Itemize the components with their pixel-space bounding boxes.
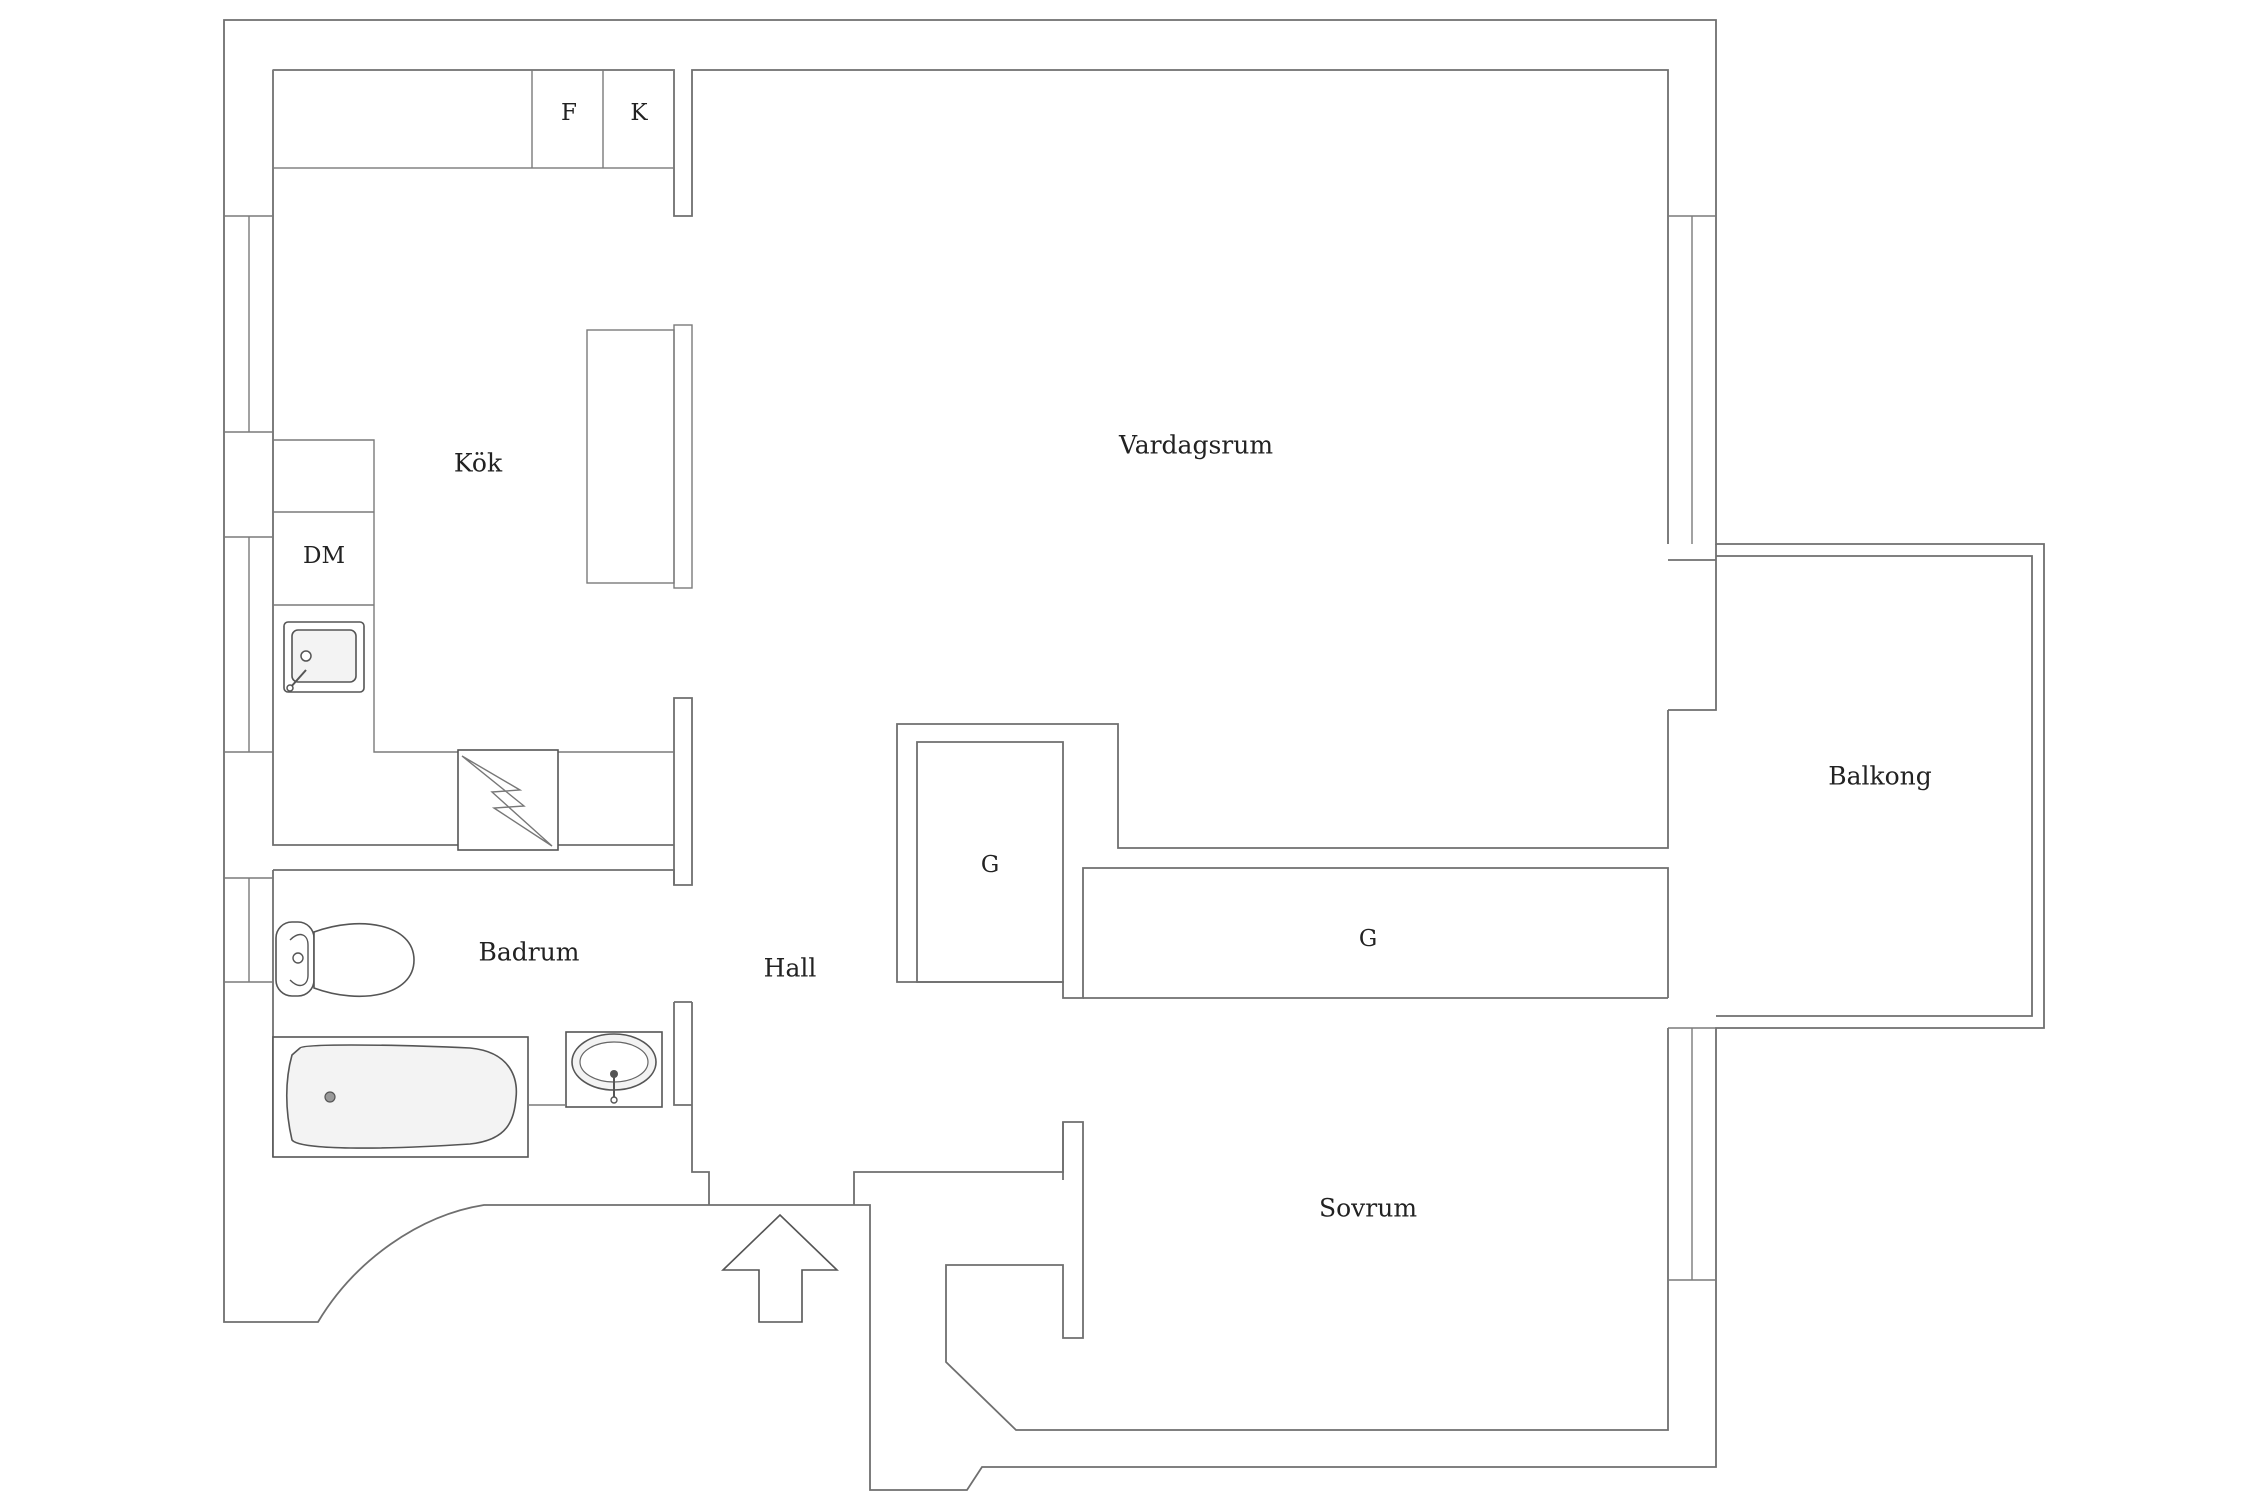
kitchen-sink (283, 621, 365, 693)
room-labels: Kök Vardagsrum Balkong Badrum Hall Sovru… (303, 100, 1932, 1223)
stove-icon (457, 749, 559, 851)
wash-basin-icon (565, 1031, 663, 1108)
fridge-label: F (561, 100, 577, 126)
room-label-living-room: Vardagsrum (1118, 431, 1273, 460)
bathroom-fixtures (272, 921, 663, 1158)
windows (224, 215, 1716, 1281)
entrance-arrow-icon (721, 1213, 839, 1323)
toilet-icon (275, 921, 415, 998)
room-label-kitchen: Kök (454, 449, 503, 478)
closet-label-hall: G (981, 852, 999, 878)
freezer-label: K (630, 100, 648, 126)
room-label-balcony: Balkong (1828, 762, 1932, 791)
kitchen-fixtures (272, 69, 693, 851)
room-label-hall: Hall (764, 954, 817, 983)
room-label-bedroom: Sovrum (1319, 1194, 1417, 1223)
room-label-bathroom: Badrum (478, 938, 579, 967)
bathtub-icon (272, 1036, 529, 1158)
closet-label-bedroom: G (1359, 926, 1377, 952)
dishwasher-label: DM (303, 543, 345, 569)
